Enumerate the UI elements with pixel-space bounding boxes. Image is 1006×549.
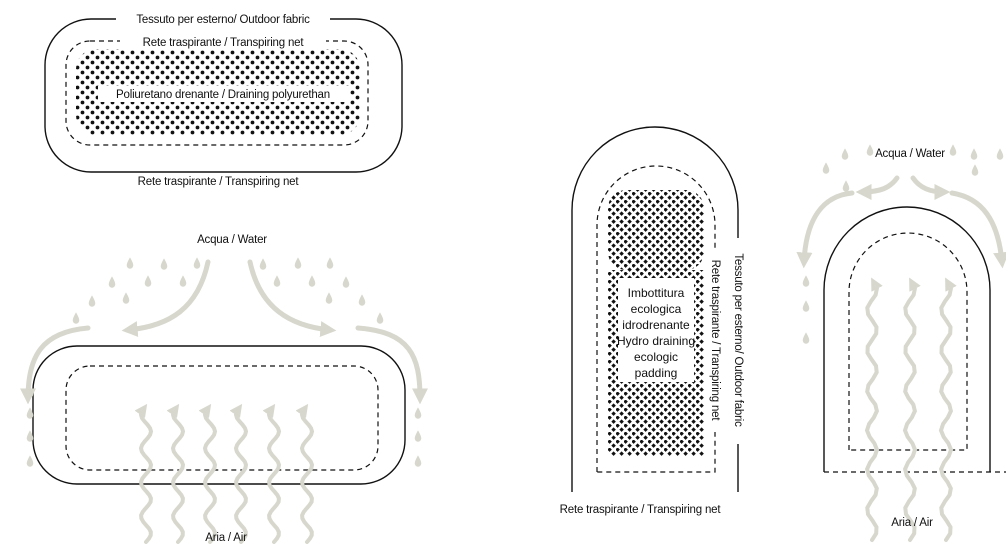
air-flow-arrow	[262, 403, 282, 544]
water-drop	[822, 162, 830, 174]
padding-line-1: Imbottitura	[628, 286, 685, 300]
water-drop	[971, 164, 979, 176]
water-drop	[193, 257, 201, 269]
water-arrow-right-b	[910, 175, 951, 200]
core-label: Poliuretano drenante / Draining polyuret…	[116, 89, 330, 101]
water-drop	[108, 276, 116, 288]
water-drop	[273, 275, 281, 287]
air-flow-arrows-right	[864, 277, 957, 542]
water-drop	[996, 148, 1004, 160]
water-drop	[342, 276, 350, 288]
water-drop	[842, 180, 850, 192]
transpiring-net-label-top: Rete traspirante / Transpiring net	[143, 37, 305, 49]
water-label-left: Acqua / Water	[197, 234, 267, 246]
water-drop	[26, 455, 34, 467]
water-arrow-center-right	[247, 259, 337, 338]
water-arrow-right-c	[796, 190, 855, 269]
water-drop	[259, 258, 267, 270]
water-drop	[26, 407, 34, 419]
cushion-outline-left	[32, 345, 406, 485]
transpiring-net-label-vertical: Rete traspirante / Transpiring net	[709, 260, 721, 422]
air-flow-arrows-left	[134, 403, 315, 544]
water-drops-left	[26, 257, 422, 467]
water-drop	[358, 294, 366, 306]
water-arrow-outer-right	[355, 325, 428, 405]
inner-net-outline-right	[848, 232, 968, 451]
water-drop	[122, 292, 130, 304]
water-drop	[144, 275, 152, 287]
water-drop	[802, 332, 810, 344]
water-drop	[802, 300, 810, 312]
air-flow-arrow	[198, 403, 218, 544]
water-drop	[841, 148, 849, 160]
padding-line-6: padding	[635, 366, 678, 380]
air-flow-arrow	[864, 277, 883, 542]
water-drop	[26, 430, 34, 442]
water-drop	[866, 144, 874, 156]
air-label-left: Aria / Air	[205, 532, 247, 544]
cushion-outline-right	[823, 206, 991, 472]
water-drop	[414, 407, 422, 419]
water-arrow-right-a	[855, 175, 900, 200]
inner-net-shape-vertical	[596, 165, 716, 473]
panel-right-flow: Acqua / Water Aria / Air	[796, 144, 1006, 542]
water-drop	[949, 144, 957, 156]
inner-net-outline-left	[65, 365, 379, 471]
water-drop	[72, 312, 80, 324]
outer-fabric-label: Tessuto per esterno/ Outdoor fabric	[136, 14, 310, 26]
padding-line-5: ecologic	[634, 350, 678, 364]
panel-middle-section: Imbottitura ecologica idrodrenante Hydro…	[560, 126, 746, 516]
water-drop	[126, 257, 134, 269]
water-drop	[179, 275, 187, 287]
air-flow-arrow	[938, 277, 957, 542]
air-flow-arrow	[166, 403, 186, 544]
padding-line-4: Hydro draining	[617, 334, 695, 348]
water-drop	[88, 295, 96, 307]
water-arrow-outer-left	[20, 325, 91, 405]
water-drop	[414, 455, 422, 467]
water-drops-right	[802, 144, 1004, 344]
water-drop	[802, 275, 810, 287]
air-flow-arrow	[902, 277, 921, 542]
water-drop	[308, 275, 316, 287]
water-arrow-center-left	[121, 259, 211, 338]
air-flow-arrow	[295, 403, 315, 544]
padding-line-2: ecologica	[631, 302, 682, 316]
padding-label: Imbottitura ecologica idrodrenante Hydro…	[617, 286, 695, 380]
panel-bottom-left-flow: Acqua / Water Aria / Air	[20, 234, 428, 544]
water-label-right: Acqua / Water	[875, 148, 945, 160]
water-drop	[414, 430, 422, 442]
air-flow-arrow	[229, 403, 249, 544]
transpiring-net-label-vertical-bottom: Rete traspirante / Transpiring net	[560, 504, 722, 516]
water-drop	[160, 258, 168, 270]
transpiring-net-label-bottom: Rete traspirante / Transpiring net	[138, 176, 300, 188]
air-flow-arrow	[134, 403, 154, 544]
outer-fabric-shape-vertical	[571, 126, 739, 492]
panel-top-section: Tessuto per esterno/ Outdoor fabric Rete…	[44, 10, 403, 188]
water-drop	[376, 312, 384, 324]
water-arrow-right-d	[949, 190, 1006, 269]
padding-dots-top	[608, 190, 704, 270]
padding-line-3: idrodrenante	[622, 318, 690, 332]
air-label-right: Aria / Air	[891, 517, 933, 529]
water-drop	[325, 292, 333, 304]
outer-fabric-label-vertical: Tessuto per esterno/ Outdoor fabric	[732, 253, 744, 427]
water-drop	[970, 148, 978, 160]
water-drop	[294, 257, 302, 269]
water-drop	[326, 257, 334, 269]
